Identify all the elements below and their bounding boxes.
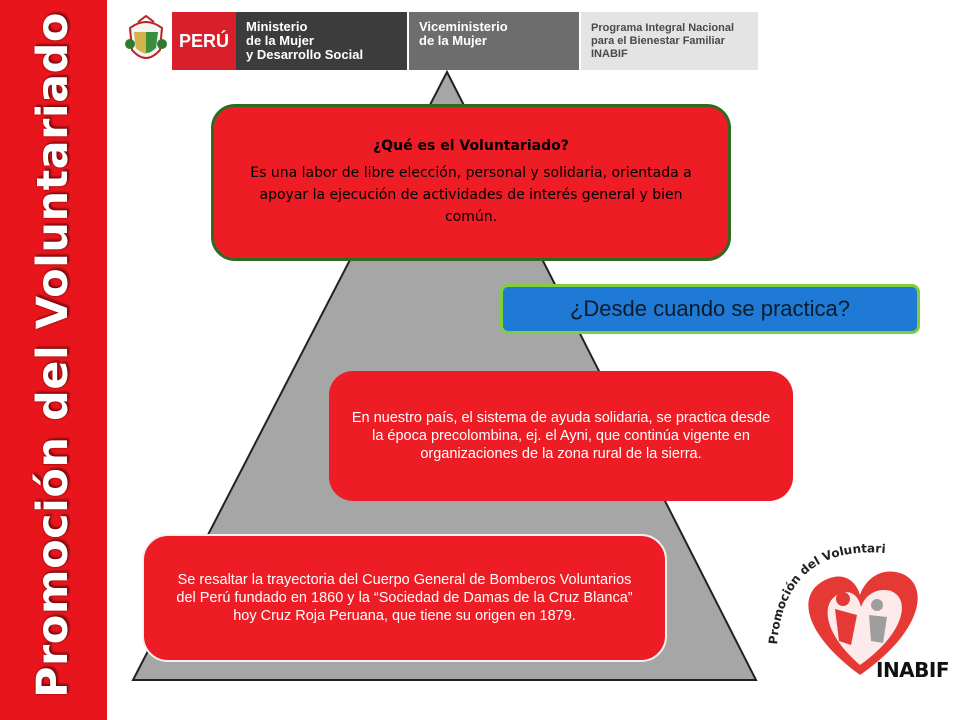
voluntariado-logo: Promoción del Voluntariado xyxy=(765,525,918,675)
country-practice-box: En nuestro país, el sistema de ayuda sol… xyxy=(329,371,793,501)
program-text: Programa Integral Nacional para el Biene… xyxy=(591,22,735,60)
ministry-panel: Ministerio de la Mujer y Desarrollo Soci… xyxy=(236,12,407,70)
viceministry-panel: Viceministerio de la Mujer xyxy=(409,12,579,70)
since-when-box: ¿Desde cuando se practica? xyxy=(500,284,920,334)
coat-of-arms-icon xyxy=(125,14,167,59)
inabif-logo-text: INABIF xyxy=(876,658,950,682)
definition-box: ¿Qué es el Voluntariado? Es una labor de… xyxy=(211,104,731,261)
history-box: Se resaltar la trayectoria del Cuerpo Ge… xyxy=(142,534,667,662)
definition-question: ¿Qué es el Voluntariado? xyxy=(373,137,569,154)
sidebar: Promoción del Voluntariado xyxy=(0,0,107,720)
definition-answer: Es una labor de libre elección, personal… xyxy=(250,164,692,225)
viceministry-text: Viceministerio de la Mujer xyxy=(419,19,508,48)
header-banner: PERÚ Ministerio de la Mujer y Desarrollo… xyxy=(112,10,758,72)
peru-label: PERÚ xyxy=(172,12,236,70)
country-practice-text: En nuestro país, el sistema de ayuda sol… xyxy=(351,410,771,462)
program-panel: Programa Integral Nacional para el Biene… xyxy=(581,12,758,70)
history-text: Se resaltar la trayectoria del Cuerpo Ge… xyxy=(176,572,633,624)
ministry-text: Ministerio de la Mujer y Desarrollo Soci… xyxy=(246,19,364,62)
